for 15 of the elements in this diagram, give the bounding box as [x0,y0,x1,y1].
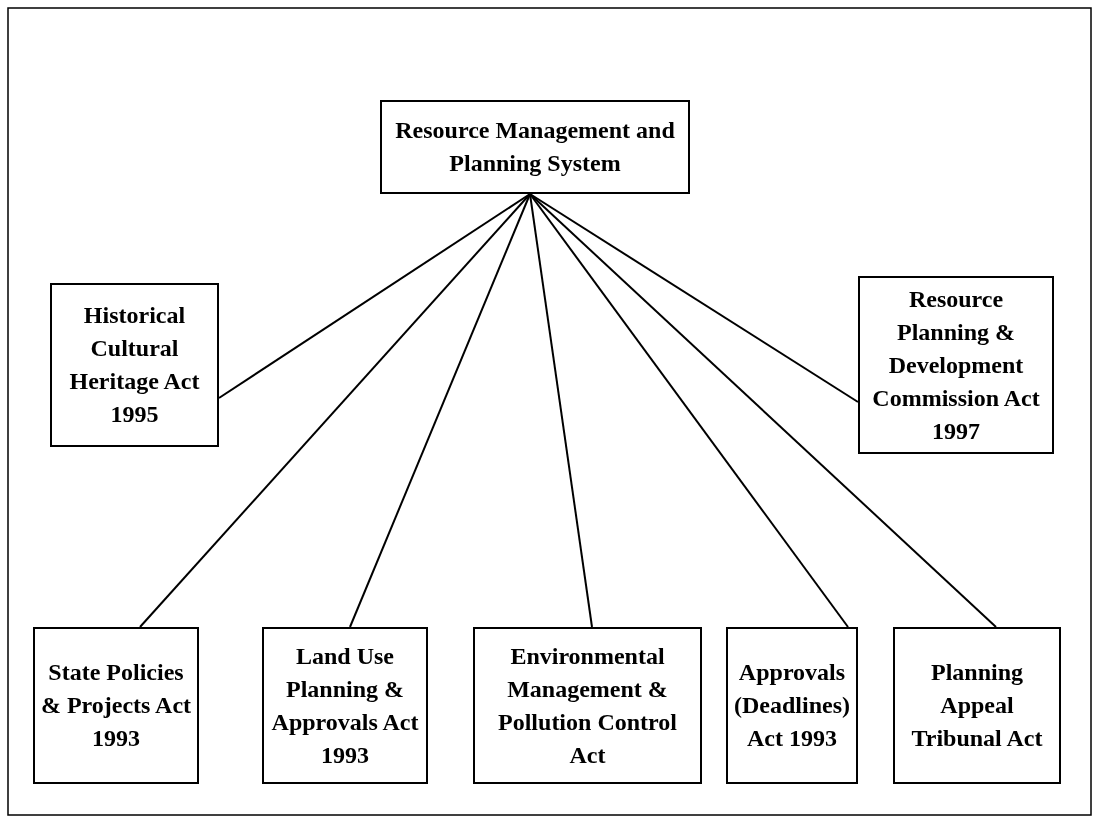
connector-line [529,193,859,403]
connector-line [218,193,531,399]
system-box: Resource Management and Planning System [380,100,690,194]
act-box: Land Use Planning & Approvals Act 1993 [262,627,428,784]
connector-line [529,193,593,628]
connector-line [529,193,997,628]
connector-line [529,193,849,628]
connector-line [139,193,531,628]
act-box: Approvals (Deadlines) Act 1993 [726,627,858,784]
act-box: Resource Planning & Development Commission Act 1997 [858,276,1054,454]
act-box: Planning Appeal Tribunal Act [893,627,1061,784]
act-box: Historical Cultural Heritage Act 1995 [50,283,219,447]
connector-line [349,193,531,628]
act-box: State Policies & Projects Act 1993 [33,627,199,784]
act-box: Environmental Management & Pollution Control Act [473,627,702,784]
